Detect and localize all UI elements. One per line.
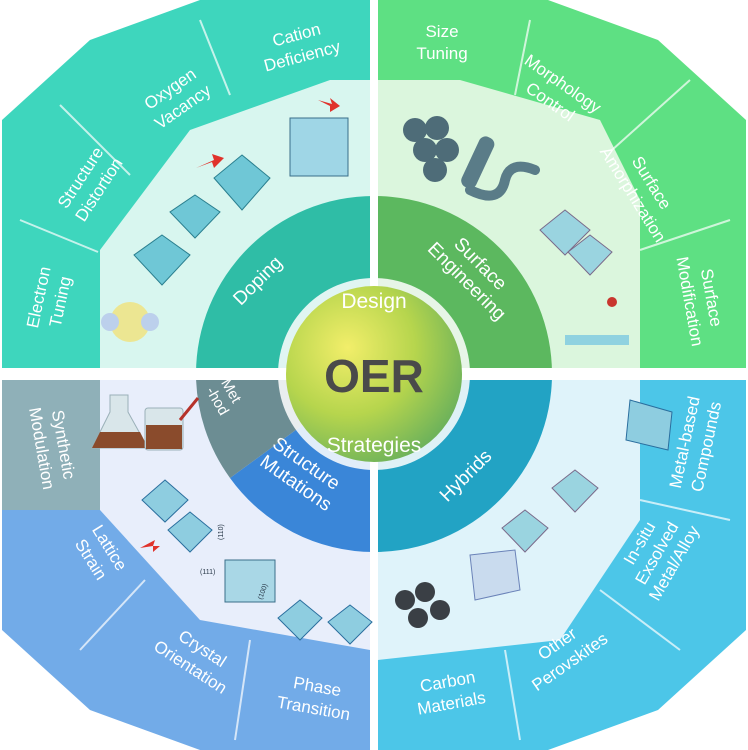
carbon-sphere-icon bbox=[430, 600, 450, 620]
nanoparticle-icon bbox=[403, 118, 427, 142]
ring-doping bbox=[196, 196, 374, 374]
nanotube-icon bbox=[461, 136, 495, 189]
beaker-liquid-icon bbox=[92, 432, 148, 448]
carbon-sphere-icon bbox=[408, 608, 428, 628]
arrow-icon bbox=[318, 98, 340, 112]
orbital-icon bbox=[101, 313, 119, 331]
octahedron-icon bbox=[551, 469, 599, 513]
beaker-liquid-icon bbox=[146, 425, 182, 449]
octahedron-icon bbox=[501, 509, 549, 553]
octahedron-icon bbox=[133, 234, 191, 286]
perovskite-cube-icon bbox=[289, 117, 349, 177]
facet-label-110: (110) bbox=[218, 524, 225, 540]
nanoparticle-icon bbox=[435, 138, 459, 162]
ring-hybrids bbox=[374, 374, 552, 552]
octahedron-icon bbox=[141, 479, 189, 523]
octahedron-icon bbox=[539, 209, 591, 256]
octahedron-icon bbox=[167, 511, 213, 553]
center-oer-title: OER bbox=[324, 350, 424, 402]
crystal-illustrations: (111) (110) (100) bbox=[91, 98, 673, 645]
dropper-icon bbox=[178, 397, 200, 421]
nanowire-icon bbox=[465, 161, 540, 201]
center-core bbox=[286, 286, 462, 462]
carbon-sphere-icon bbox=[415, 582, 435, 602]
octahedron-icon bbox=[277, 599, 323, 641]
octahedron-icon bbox=[327, 604, 373, 645]
crystal-lattice-icon bbox=[224, 559, 276, 603]
center-strategies-label: Strategies bbox=[327, 434, 422, 457]
center-design-label: Design bbox=[341, 290, 406, 313]
polyhedron-cluster-icon bbox=[625, 399, 673, 451]
ring-method bbox=[196, 374, 304, 478]
octahedron-icon bbox=[169, 194, 221, 239]
nanoparticle-icon bbox=[423, 158, 447, 182]
orbital-icon bbox=[110, 302, 150, 342]
dropper-icon bbox=[607, 297, 617, 307]
octahedron-icon bbox=[567, 234, 613, 276]
arrow-icon bbox=[196, 154, 224, 168]
outer-dividers bbox=[19, 19, 731, 741]
arrow-icon bbox=[140, 540, 160, 552]
octahedron-icon bbox=[213, 154, 271, 211]
substrate-icon bbox=[565, 335, 629, 345]
nanoparticle-icon bbox=[425, 116, 449, 140]
polyhedron-cluster-icon bbox=[469, 549, 521, 601]
orbital-icon bbox=[141, 313, 159, 331]
ring-surface-engineering bbox=[374, 196, 552, 374]
facet-label-111: (111) bbox=[200, 569, 215, 576]
nanoparticle-icon bbox=[413, 138, 437, 162]
carbon-sphere-icon bbox=[395, 590, 415, 610]
